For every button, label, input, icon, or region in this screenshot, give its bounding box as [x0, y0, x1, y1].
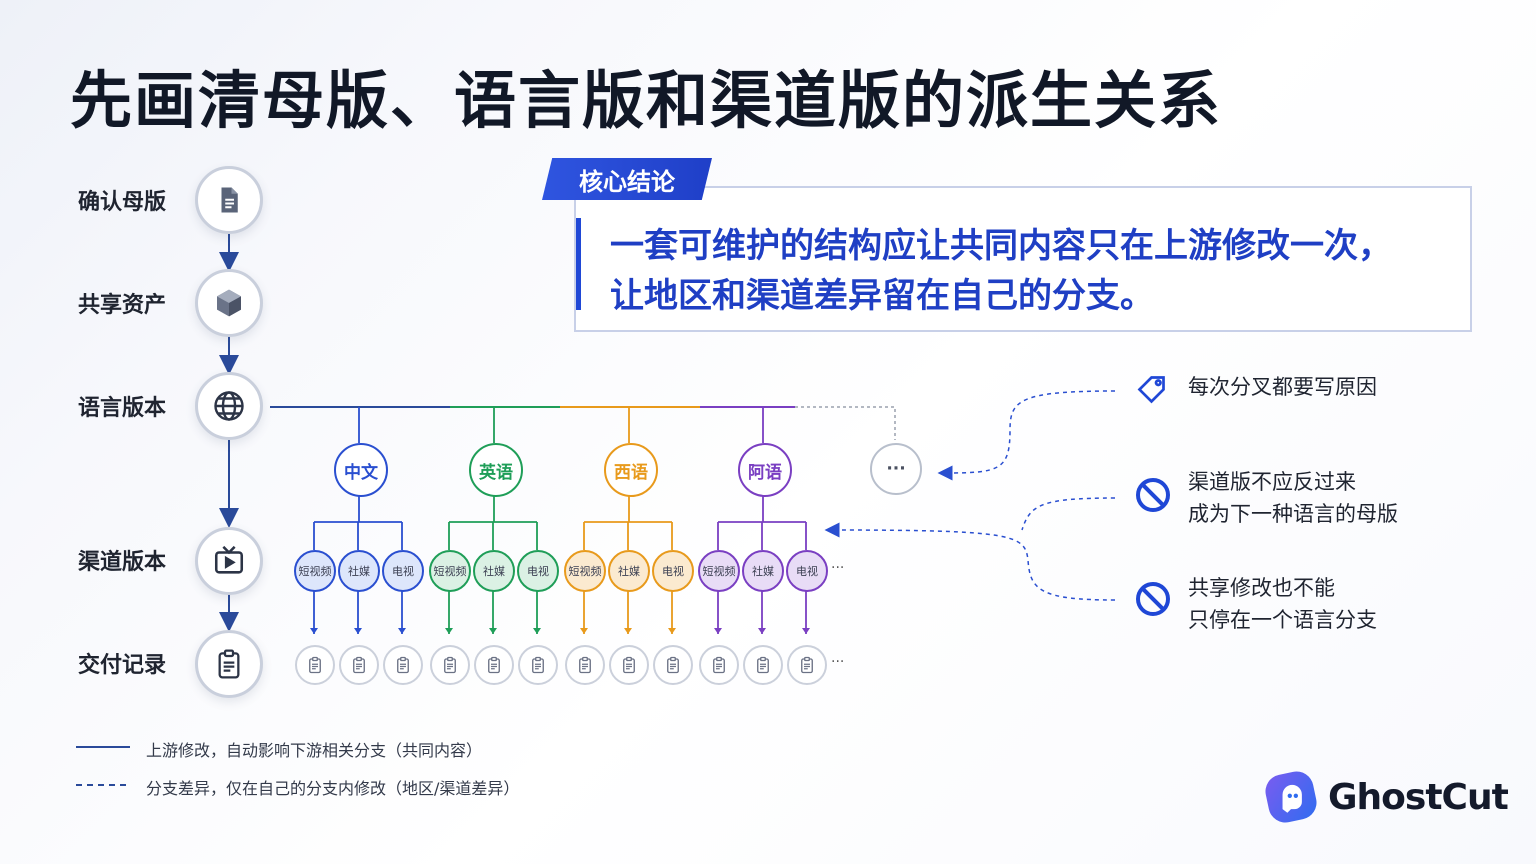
channel-node: 短视频 [698, 550, 740, 592]
conclusion-box: 一套可维护的结构应让共同内容只在上游修改一次， 让地区和渠道差异留在自己的分支。 [574, 186, 1472, 332]
arrow-head [533, 628, 541, 634]
record-node [383, 645, 423, 685]
step-label-delivery: 交付记录 [78, 653, 167, 678]
step-label-language: 语言版本 [78, 396, 167, 421]
step-label-confirm-master: 确认母版 [78, 190, 167, 215]
legend-dashed-text: 分支差异，仅在自己的分支内修改（地区/渠道差异） [146, 779, 520, 798]
clipboard-icon [353, 656, 365, 674]
step-node-delivery [195, 630, 263, 698]
channel-node: 短视频 [294, 550, 336, 592]
step-label-channel: 渠道版本 [78, 550, 167, 575]
note-connector-1 [937, 390, 1116, 481]
lang-node-more: ··· [870, 443, 922, 495]
note-fork-reason-line-1: 每次分叉都要写原因 [1188, 375, 1377, 399]
lang-bus-more [795, 406, 896, 440]
arrow-head [802, 628, 810, 634]
conclusion-tag: 核心结论 [542, 158, 712, 200]
arrow-head [624, 628, 632, 634]
channel-node: 短视频 [429, 550, 471, 592]
channel-node: 电视 [382, 550, 424, 592]
note-channel-not-master: 渠道版不应反过来 成为下一种语言的母版 [1188, 466, 1398, 530]
tv-play-icon [214, 545, 244, 574]
record-node [609, 645, 649, 685]
prohibited-icon [1132, 474, 1174, 516]
conclusion-line-2: 让地区和渠道差异留在自己的分支。 [610, 276, 1154, 316]
clipboard-icon [579, 656, 591, 674]
step-node-shared-assets [195, 269, 263, 337]
record-node [653, 645, 693, 685]
brand-name: GhostCut [1328, 776, 1509, 818]
record-node [339, 645, 379, 685]
page-title: 先画清母版、语言版和渠道版的派生关系 [70, 64, 1223, 137]
note-channel-line-2: 成为下一种语言的母版 [1188, 502, 1398, 526]
arrow-head [445, 628, 453, 634]
record-node [474, 645, 514, 685]
prohibited-icon [1132, 578, 1174, 620]
clipboard-icon [667, 656, 679, 674]
lang-node: 阿语 [738, 443, 792, 497]
clipboard-icon [309, 656, 321, 674]
step-label-shared-assets: 共享资产 [78, 293, 167, 318]
brand-logo: GhostCut [1262, 768, 1509, 826]
record-more: ··· [831, 654, 845, 670]
step-node-confirm-master [195, 166, 263, 234]
channel-node: 社媒 [608, 550, 650, 592]
record-node [787, 645, 827, 685]
channel-node: 社媒 [473, 550, 515, 592]
arrow-head [398, 628, 406, 634]
clipboard-icon [623, 656, 635, 674]
lang-node: 英语 [469, 443, 523, 497]
arrow-head [354, 628, 362, 634]
arrow-head [310, 628, 318, 634]
cube-icon [217, 289, 241, 317]
lang-node: 中文 [334, 443, 388, 497]
record-node [743, 645, 783, 685]
channel-more: ··· [831, 560, 845, 576]
clipboard-icon [801, 656, 813, 674]
channel-node: 电视 [517, 550, 559, 592]
arrow-head [668, 628, 676, 634]
note-shared-line-2: 只停在一个语言分支 [1188, 608, 1377, 632]
channel-node: 电视 [652, 550, 694, 592]
record-node [518, 645, 558, 685]
conclusion-line-1: 一套可维护的结构应让共同内容只在上游修改一次， [610, 226, 1392, 266]
record-node [430, 645, 470, 685]
clipboard-icon [444, 656, 456, 674]
channel-node: 社媒 [338, 550, 380, 592]
note-shared-line-1: 共享修改也不能 [1188, 576, 1335, 600]
channel-node: 短视频 [564, 550, 606, 592]
note-fork-reason: 每次分叉都要写原因 [1188, 371, 1377, 403]
globe-icon [214, 391, 244, 421]
step-node-language [195, 372, 263, 440]
legend-solid-text: 上游修改，自动影响下游相关分支（共同内容） [146, 741, 483, 760]
channel-node: 电视 [786, 550, 828, 592]
clipboard-icon [488, 656, 500, 674]
record-node [295, 645, 335, 685]
arrow-head [580, 628, 588, 634]
clipboard-icon [397, 656, 409, 674]
arrow-head [714, 628, 722, 634]
document-icon [221, 187, 238, 213]
step-node-channel [195, 527, 263, 595]
note-channel-line-1: 渠道版不应反过来 [1188, 470, 1356, 494]
tag-icon [1132, 367, 1174, 409]
arrow-head [489, 628, 497, 634]
lang-node: 西语 [604, 443, 658, 497]
clipboard-icon [218, 649, 240, 679]
conclusion-accent-bar [576, 218, 581, 310]
ghost-logo-icon [1265, 771, 1317, 823]
clipboard-icon [713, 656, 725, 674]
clipboard-icon [532, 656, 544, 674]
record-node [565, 645, 605, 685]
clipboard-icon [757, 656, 769, 674]
record-node [699, 645, 739, 685]
note-connector-2 [832, 497, 1116, 601]
arrow-head [758, 628, 766, 634]
note-shared-not-single: 共享修改也不能 只停在一个语言分支 [1188, 572, 1377, 636]
channel-node: 社媒 [742, 550, 784, 592]
